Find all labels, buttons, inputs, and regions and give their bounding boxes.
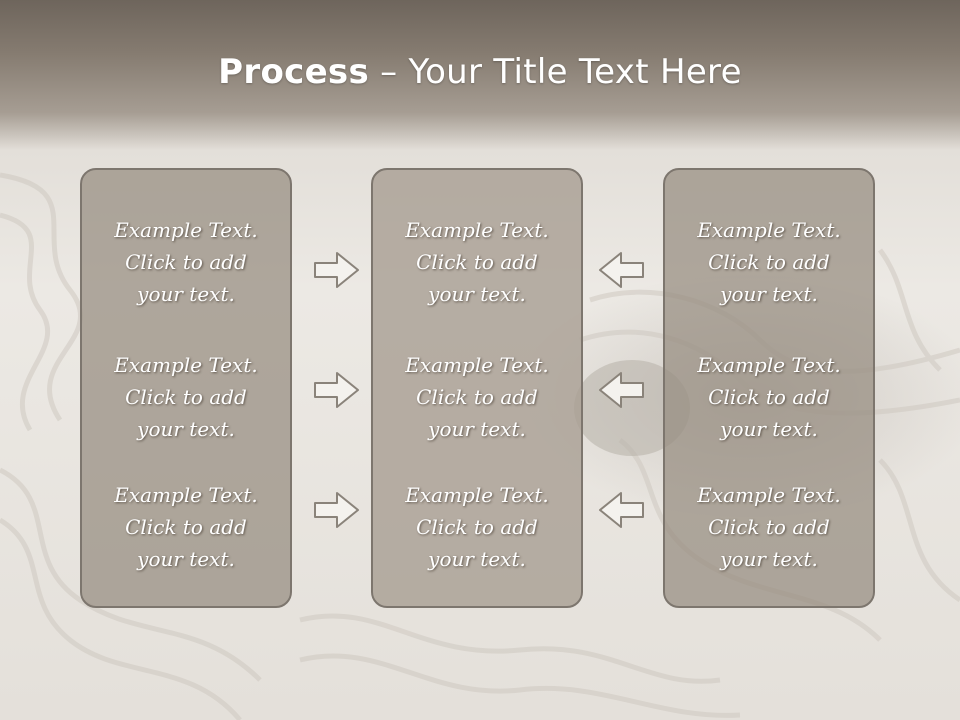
text-line: Click to add [416,515,538,539]
text-line: your text. [428,417,526,441]
text-placeholder[interactable]: Example Text. Click to add your text. [665,479,873,575]
text-line: Click to add [125,515,247,539]
text-line: Click to add [708,515,830,539]
text-line: your text. [137,282,235,306]
text-placeholder[interactable]: Example Text. Click to add your text. [373,214,581,310]
text-line: Example Text. [697,218,841,242]
arrow-left-icon[interactable] [597,370,645,410]
process-box-left[interactable]: Example Text. Click to add your text. Ex… [80,168,292,608]
text-placeholder[interactable]: Example Text. Click to add your text. [373,479,581,575]
text-line: Click to add [125,250,247,274]
text-line: your text. [720,417,818,441]
arrow-right-icon[interactable] [313,490,361,530]
text-line: Example Text. [697,483,841,507]
text-line: your text. [720,547,818,571]
text-line: Example Text. [114,483,258,507]
text-line: Click to add [708,250,830,274]
text-placeholder[interactable]: Example Text. Click to add your text. [373,349,581,445]
arrow-right-icon[interactable] [313,370,361,410]
text-line: your text. [428,282,526,306]
text-line: Example Text. [405,483,549,507]
title-bar [0,0,960,150]
text-line: Click to add [416,250,538,274]
text-placeholder[interactable]: Example Text. Click to add your text. [82,214,290,310]
text-line: Example Text. [405,218,549,242]
text-placeholder[interactable]: Example Text. Click to add your text. [82,349,290,445]
text-line: your text. [137,547,235,571]
title-rest: – Your Title Text Here [369,52,742,92]
process-box-right[interactable]: Example Text. Click to add your text. Ex… [663,168,875,608]
text-line: Click to add [125,385,247,409]
arrow-left-icon[interactable] [597,490,645,530]
text-line: Example Text. [114,218,258,242]
text-placeholder[interactable]: Example Text. Click to add your text. [82,479,290,575]
text-line: Example Text. [697,353,841,377]
text-line: your text. [137,417,235,441]
text-line: your text. [720,282,818,306]
text-placeholder[interactable]: Example Text. Click to add your text. [665,214,873,310]
text-line: your text. [428,547,526,571]
text-line: Example Text. [405,353,549,377]
arrow-left-icon[interactable] [597,250,645,290]
text-line: Click to add [708,385,830,409]
arrow-right-icon[interactable] [313,250,361,290]
text-line: Click to add [416,385,538,409]
text-placeholder[interactable]: Example Text. Click to add your text. [665,349,873,445]
process-box-center[interactable]: Example Text. Click to add your text. Ex… [371,168,583,608]
slide-title[interactable]: Process – Your Title Text Here [0,52,960,92]
text-line: Example Text. [114,353,258,377]
title-bold: Process [218,52,370,92]
